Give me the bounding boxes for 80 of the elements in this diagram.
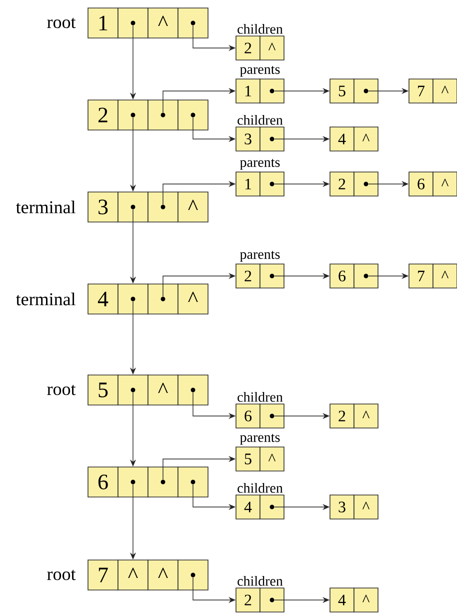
pointer-cell <box>354 78 378 104</box>
node-label: terminal <box>16 292 76 306</box>
pointer-cell <box>354 172 378 196</box>
value-cell: ^ <box>178 192 208 222</box>
pointer-cell <box>118 100 148 130</box>
value-cell: 2 <box>330 404 354 428</box>
value-cell: 6 <box>236 404 260 428</box>
node-label: root <box>47 18 76 28</box>
value-cell: 7 <box>408 264 434 288</box>
value-cell: 4 <box>330 126 354 152</box>
value-cell: ^ <box>354 404 378 428</box>
value-cell: ^ <box>432 172 457 196</box>
pointer-cell <box>354 264 378 288</box>
value-cell: 2 <box>236 588 260 612</box>
value-cell: 4 <box>330 588 354 612</box>
value-cell: 6 <box>330 264 354 288</box>
value-cell: 7 <box>88 560 118 590</box>
value-cell: 3 <box>330 494 354 520</box>
value-cell: 6 <box>408 172 434 196</box>
value-cell: ^ <box>148 374 178 406</box>
value-cell: 3 <box>88 192 118 222</box>
pointer-cell <box>178 466 208 498</box>
value-cell: ^ <box>178 284 208 314</box>
list-label: children <box>238 576 283 586</box>
value-cell: 1 <box>236 78 260 104</box>
pointer-cell <box>260 404 284 428</box>
pointer-cell <box>260 494 284 520</box>
list-label: children <box>238 482 283 493</box>
node-label: terminal <box>16 200 76 214</box>
pointer-cell <box>148 192 178 222</box>
value-cell: ^ <box>432 264 457 288</box>
pointer-cell <box>178 8 208 38</box>
value-cell: 1 <box>88 8 118 38</box>
value-cell: ^ <box>432 78 457 104</box>
pointer-cell <box>260 588 284 612</box>
value-cell: 3 <box>236 126 260 152</box>
value-cell: ^ <box>260 36 284 60</box>
pointer-cell <box>118 466 148 498</box>
node-label: root <box>47 384 76 396</box>
value-cell: 5 <box>330 78 354 104</box>
pointer-cell <box>178 100 208 130</box>
value-cell: 4 <box>88 284 118 314</box>
value-cell: 5 <box>236 446 260 472</box>
pointer-cell <box>260 126 284 152</box>
pointer-cell <box>148 100 178 130</box>
list-label: children <box>238 114 283 125</box>
list-label: parents <box>240 434 280 445</box>
value-cell: ^ <box>354 494 378 520</box>
value-cell: ^ <box>260 446 284 472</box>
value-cell: 2 <box>236 264 260 288</box>
pointer-cell <box>148 284 178 314</box>
value-cell: 2 <box>330 172 354 196</box>
value-cell: ^ <box>148 8 178 38</box>
list-label: children <box>238 24 283 34</box>
pointer-cell <box>118 8 148 38</box>
value-cell: 2 <box>88 100 118 130</box>
value-cell: 7 <box>408 78 434 104</box>
value-cell: 2 <box>236 36 260 60</box>
pointer-cell <box>260 264 284 288</box>
value-cell: ^ <box>354 126 378 152</box>
value-cell: ^ <box>354 588 378 612</box>
pointer-cell <box>118 374 148 406</box>
list-label: parents <box>240 250 280 262</box>
pointer-cell <box>260 78 284 104</box>
value-cell: 1 <box>236 172 260 196</box>
value-cell: 5 <box>88 374 118 406</box>
pointer-cell <box>260 172 284 196</box>
list-label: children <box>238 392 283 402</box>
list-label: parents <box>240 66 280 77</box>
pointer-cell <box>148 466 178 498</box>
pointer-cell <box>178 374 208 406</box>
value-cell: ^ <box>148 560 178 590</box>
value-cell: ^ <box>118 560 148 590</box>
pointer-cell <box>178 560 208 590</box>
pointer-cell <box>118 284 148 314</box>
node-label: root <box>47 570 76 580</box>
value-cell: 6 <box>88 466 118 498</box>
value-cell: 4 <box>236 494 260 520</box>
list-label: parents <box>240 158 280 170</box>
pointer-cell <box>118 192 148 222</box>
